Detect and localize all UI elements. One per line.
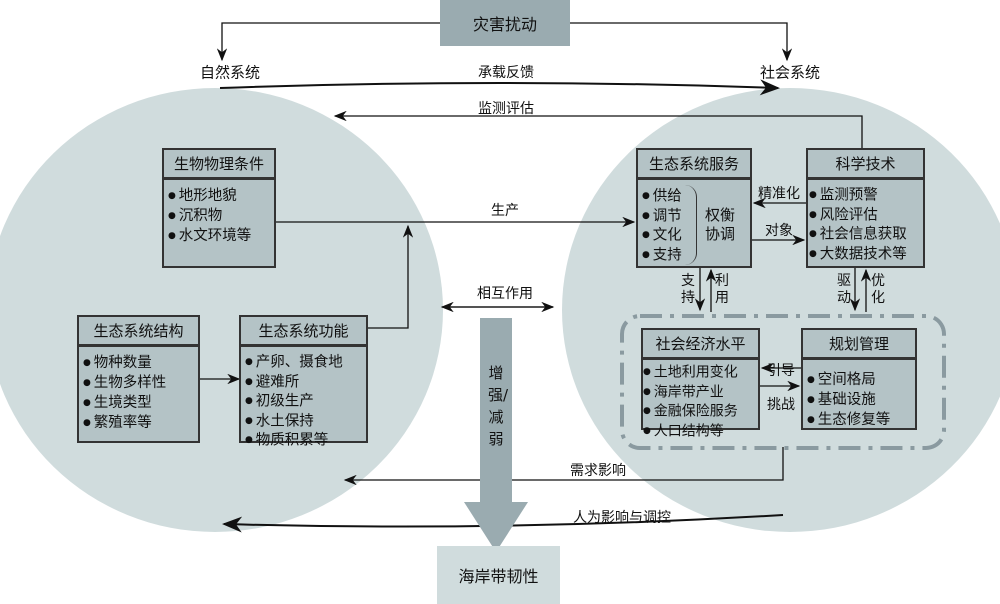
biophysical-box: 生物物理条件 地形地貌沉积物水文环境等: [162, 148, 276, 268]
list-item: 大数据技术等: [809, 245, 923, 265]
list-item: 文化: [642, 226, 696, 246]
strengthen-weaken-label: 增强/减弱: [488, 364, 509, 448]
list-item: 避难所: [245, 373, 366, 393]
list-item: 生态修复等: [807, 410, 915, 430]
box-title: 社会经济水平: [643, 330, 758, 360]
ecosystem-service-box: 生态系统服务 供给调节文化支持 权衡协调: [636, 148, 752, 268]
carry-feedback-label: 承载反馈: [478, 65, 534, 81]
list-item: 土地利用变化: [643, 363, 758, 383]
science-tech-box: 科学技术 监测预警风险评估社会信息获取大数据技术等: [806, 148, 925, 268]
tradeoff-label: 权衡协调: [705, 206, 736, 243]
drive-label: 驱动: [837, 273, 851, 306]
disaster-label: 灾害扰动: [472, 15, 537, 34]
list-item: 人口结构等: [643, 422, 758, 442]
box-title: 规划管理: [803, 330, 915, 360]
list-item: 金融保险服务: [643, 402, 758, 422]
list-item: 沉积物: [168, 206, 274, 226]
box-title: 生物物理条件: [164, 150, 274, 180]
monitor-assess-label: 监测评估: [478, 101, 534, 117]
use-label: 利用: [715, 273, 729, 306]
human-control-label: 人为影响与调控: [573, 510, 671, 526]
list-item: 生境类型: [83, 393, 198, 413]
list-item: 物质积累等: [245, 431, 366, 451]
list-item: 繁殖率等: [83, 413, 198, 433]
box-title: 生态系统结构: [79, 317, 198, 347]
social-system-ellipse: [562, 88, 1000, 532]
coastal-resilience-box: 海岸带韧性: [437, 546, 560, 604]
planning-management-box: 规划管理 空间格局基础设施生态修复等: [801, 328, 917, 430]
socio-planning-group: [620, 314, 946, 450]
precise-label: 精准化: [758, 186, 800, 202]
list-item: 初级生产: [245, 392, 366, 412]
optimize-label: 优化: [871, 273, 885, 306]
list-item: 调节: [642, 207, 696, 227]
list-item: 基础设施: [807, 390, 915, 410]
socioeconomic-box: 社会经济水平 土地利用变化海岸带产业金融保险服务人口结构等: [641, 328, 760, 439]
list-item: 水土保持: [245, 412, 366, 432]
interaction-label: 相互作用: [477, 286, 533, 302]
strengthen-weaken-arrow: [464, 318, 528, 552]
object-label: 对象: [765, 223, 793, 239]
list-item: 海岸带产业: [643, 383, 758, 403]
resilience-label: 海岸带韧性: [458, 567, 539, 586]
list-item: 产卵、摄食地: [245, 353, 366, 373]
natural-system-label: 自然系统: [199, 63, 261, 82]
disaster-disturbance-box: 灾害扰动: [440, 0, 570, 46]
list-item: 社会信息获取: [809, 225, 923, 245]
list-item: 地形地貌: [168, 186, 274, 206]
list-item: 水文环境等: [168, 226, 274, 246]
list-item: 空间格局: [807, 370, 915, 390]
ecosystem-function-box: 生态系统功能 产卵、摄食地避难所初级生产水土保持物质积累等: [239, 315, 368, 449]
produce-label: 生产: [491, 203, 519, 219]
list-item: 监测预警: [809, 186, 923, 206]
ecosystem-structure-box: 生态系统结构 物种数量生物多样性生境类型繁殖率等: [77, 315, 200, 443]
list-item: 支持: [642, 246, 696, 266]
box-title: 生态系统服务: [638, 150, 750, 180]
guide-label: 引导: [767, 363, 795, 379]
box-title: 科学技术: [808, 150, 923, 180]
demand-label: 需求影响: [570, 463, 626, 479]
social-system-label: 社会系统: [759, 63, 821, 82]
list-item: 风险评估: [809, 206, 923, 226]
challenge-label: 挑战: [767, 397, 795, 413]
list-item: 供给: [642, 187, 696, 207]
box-title: 生态系统功能: [241, 317, 366, 347]
list-item: 生物多样性: [83, 373, 198, 393]
support-label: 支持: [681, 273, 695, 306]
list-item: 物种数量: [83, 353, 198, 373]
